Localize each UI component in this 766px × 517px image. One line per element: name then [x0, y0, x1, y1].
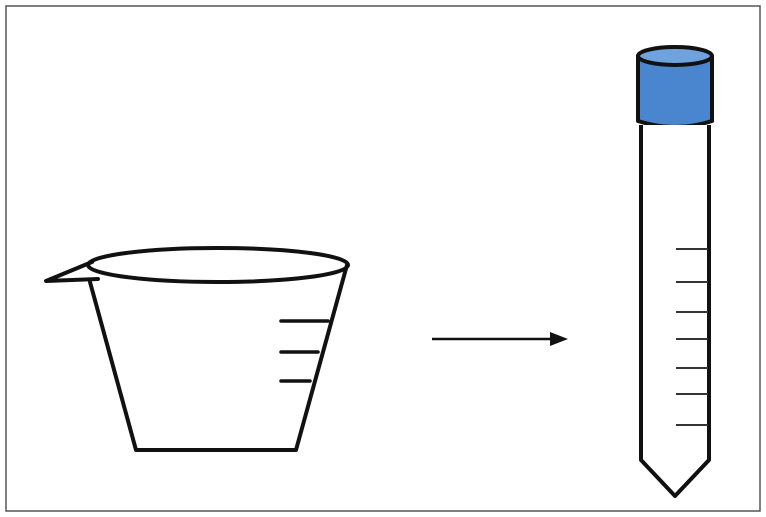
centrifuge-tube-icon: [638, 47, 712, 496]
tube-body: [641, 125, 709, 496]
tube-cap-top: [638, 47, 712, 65]
